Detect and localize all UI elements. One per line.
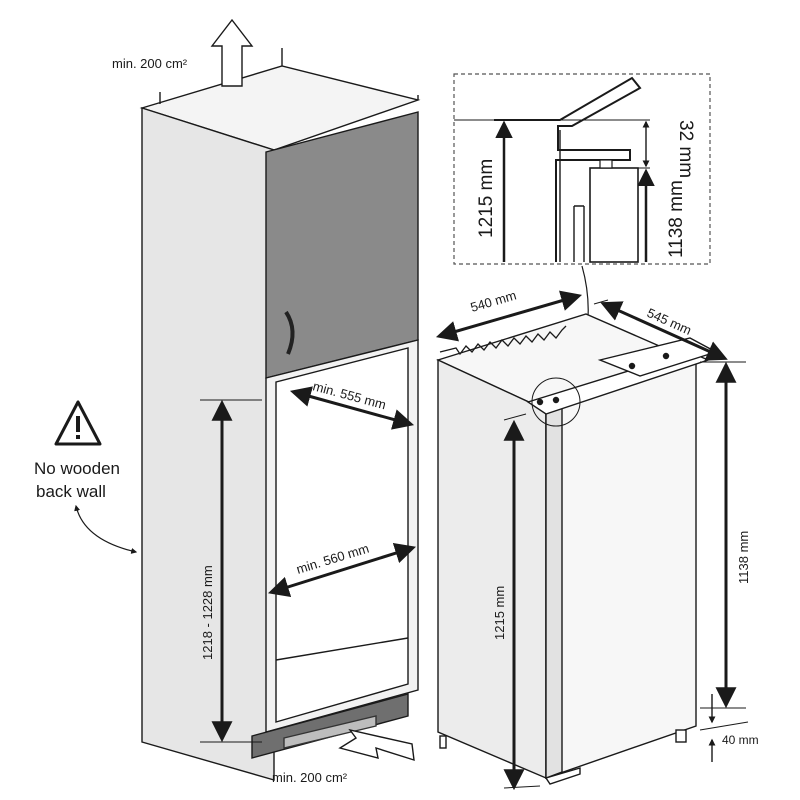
label-detail-full-height: 1215 mm (476, 159, 497, 238)
label-detail-top-gap: 32 mm (675, 120, 696, 178)
dim-niche-width (267, 543, 417, 597)
label-detail-body-height: 1138 mm (666, 180, 687, 258)
detail-highlight-circle (531, 377, 581, 427)
arrow-inlet-icon (338, 728, 415, 761)
label-niche-height: 1218 - 1228 mm (200, 565, 215, 660)
arrow-up-icon (210, 18, 254, 87)
appliance-front (545, 361, 697, 779)
cabinet-side-panel (141, 107, 275, 781)
label-appliance-width: 540 mm (469, 288, 518, 315)
door-handle (284, 310, 295, 355)
label-appliance-height: 1138 mm (736, 531, 751, 584)
kitchen-cabinet (139, 48, 421, 781)
label-vent-top: min. 200 cm² (112, 56, 188, 71)
warning-triangle-icon (54, 400, 102, 446)
warning-pointer-arrow (74, 504, 138, 554)
built-in-appliance (436, 313, 718, 785)
detail-frame (453, 73, 711, 265)
appliance-side (437, 358, 547, 780)
detail-view: 1215 mm 1138 mm 32 mm (453, 73, 711, 396)
cabinet-upper-door (265, 111, 419, 379)
dim-appliance-depth (600, 301, 728, 361)
plinth-vent-slot (283, 715, 377, 749)
warning-line-1: No wooden (34, 459, 120, 478)
label-vent-bottom: min. 200 cm² (272, 770, 348, 785)
dim-appliance-width (435, 290, 583, 342)
label-appliance-full-height: 1215 mm (492, 586, 507, 640)
label-plinth-gap: 40 mm (722, 733, 759, 747)
dim-niche-depth (289, 386, 415, 430)
warning-line-2: back wall (36, 482, 106, 501)
